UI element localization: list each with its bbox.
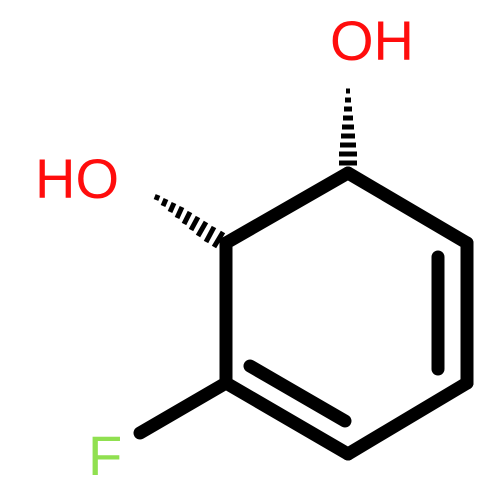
bond-c3-c2-inner — [243, 359, 352, 428]
bond-c2-f — [133, 376, 233, 440]
atom-label-fluorine: F — [88, 424, 122, 487]
atom-label-oh-top: OH — [330, 9, 414, 72]
bond-c3-c2 — [219, 376, 355, 461]
hashed-wedge-left — [153, 194, 226, 249]
hashed-wedge-top — [339, 88, 357, 166]
bond-c4-c3 — [341, 376, 474, 461]
bond-c6-c5 — [341, 166, 474, 250]
atom-label-ho-left: HO — [35, 147, 119, 210]
bond-c1-c6 — [219, 166, 355, 250]
